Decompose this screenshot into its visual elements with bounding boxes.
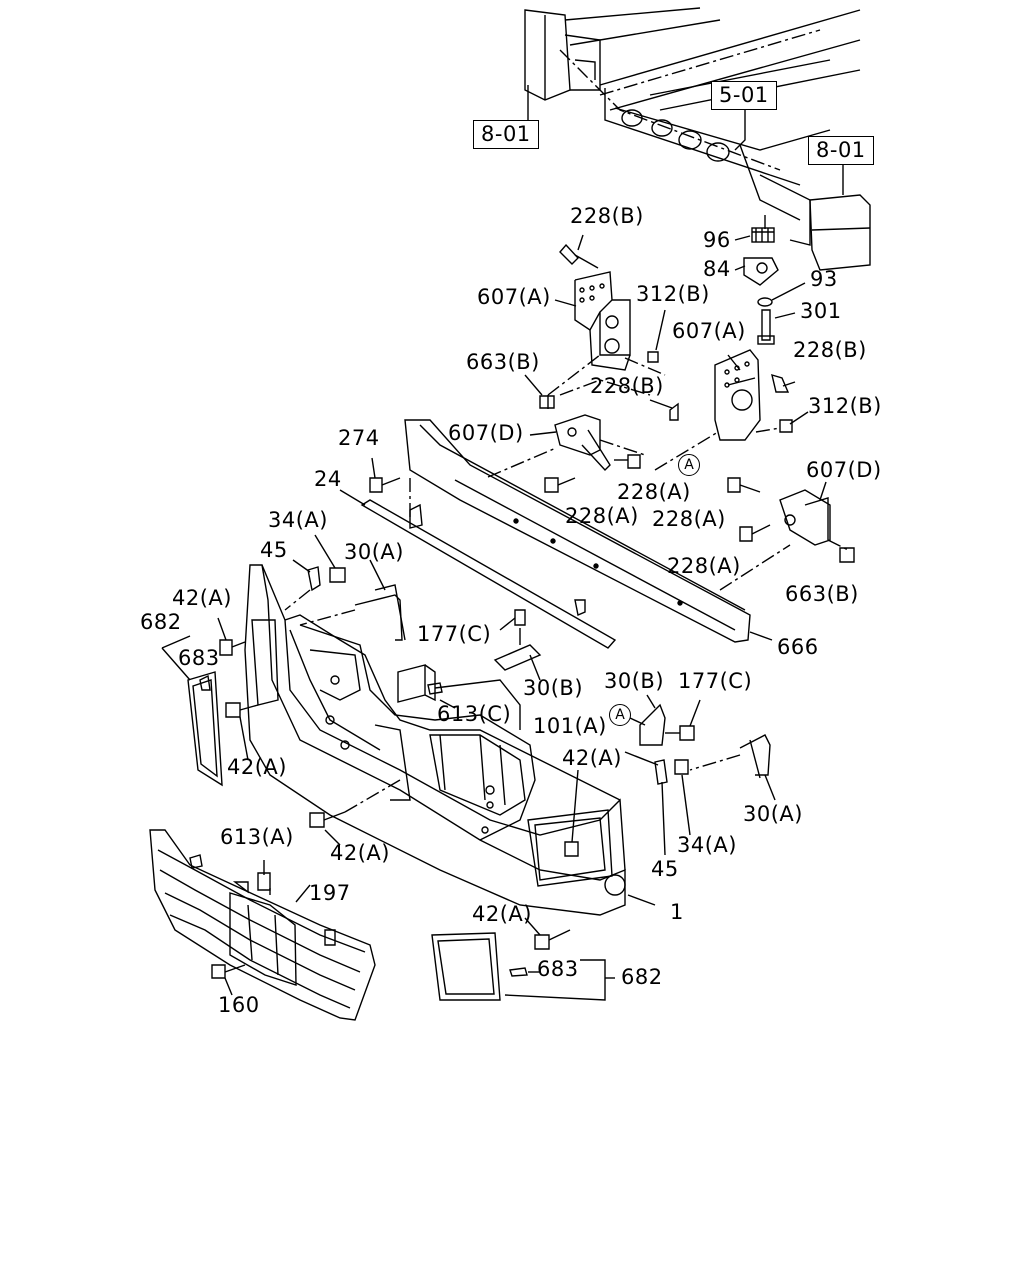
leader-5-01	[734, 108, 746, 151]
bolt-42a-lower	[309, 779, 401, 846]
label-42a-1: 42(A)	[172, 586, 232, 610]
label-613c: 613(C)	[437, 702, 512, 726]
label-96: 96	[703, 228, 731, 252]
label-666: 666	[777, 635, 819, 659]
circle-a-upper: A	[678, 454, 700, 476]
label-42a-4: 42(A)	[330, 841, 390, 865]
ref-8-01-left[interactable]: 8-01	[473, 120, 539, 149]
label-30a-right: 30(A)	[743, 802, 803, 826]
label-177c-right: 177(C)	[678, 669, 753, 693]
label-228a-1: 228(A)	[617, 480, 691, 504]
label-84: 84	[703, 257, 731, 281]
bracket-30b-177c-right	[629, 694, 701, 746]
leader-663b-upper	[524, 374, 543, 396]
tow-hook-parts	[734, 215, 806, 345]
clips-45-34a-left	[284, 534, 346, 611]
label-1: 1	[670, 900, 684, 924]
label-607a-left: 607(A)	[477, 285, 551, 309]
lamp-bezel-682-left	[161, 635, 223, 787]
circle-a-lower: A	[609, 704, 631, 726]
assembly-line-1	[547, 354, 601, 396]
label-683-left: 683	[178, 646, 220, 670]
bracket-607a-right	[649, 349, 809, 471]
label-682-left: 682	[140, 610, 182, 634]
bolts-42a-left	[217, 617, 259, 761]
bracket-607d-left	[487, 414, 646, 478]
ref-8-01-right[interactable]: 8-01	[808, 136, 874, 165]
bolt-42a-right-lamp	[524, 917, 571, 950]
right-corner-cap	[759, 174, 871, 271]
label-274: 274	[338, 426, 380, 450]
label-42a-3: 42(A)	[227, 755, 287, 779]
nut-663b-upper	[539, 395, 555, 409]
label-312b-right: 312(B)	[808, 394, 882, 418]
label-228a-4: 228(A)	[667, 554, 741, 578]
label-228a-3: 228(A)	[652, 507, 726, 531]
bracket-607d-right	[719, 481, 855, 591]
label-24: 24	[314, 467, 342, 491]
ref-5-01[interactable]: 5-01	[711, 81, 777, 110]
label-30b-right: 30(B)	[604, 669, 665, 693]
label-30a-left: 30(A)	[344, 540, 404, 564]
assembly-line-3	[559, 379, 651, 396]
label-93: 93	[810, 267, 838, 291]
left-corner-cap	[524, 9, 601, 101]
label-160: 160	[218, 993, 260, 1017]
bolts-228a	[544, 454, 771, 542]
label-42a-5: 42(A)	[472, 902, 532, 926]
bracket-30a-right	[689, 734, 776, 801]
bracket-30b-177c-left	[493, 609, 542, 681]
label-34a-left: 34(A)	[268, 508, 328, 532]
label-607d-right: 607(D)	[806, 458, 882, 482]
front-grille-197	[149, 829, 376, 1021]
chassis-frame	[559, 7, 861, 221]
label-663b-upper: 663(B)	[466, 350, 540, 374]
label-228b-right: 228(B)	[793, 338, 867, 362]
label-683-right: 683	[537, 957, 579, 981]
label-301: 301	[800, 299, 842, 323]
label-613a: 613(A)	[220, 825, 294, 849]
label-312b-left: 312(B)	[636, 282, 710, 306]
label-34a-right: 34(A)	[677, 833, 737, 857]
sensor-613c	[397, 664, 521, 730]
lamp-bezel-682-right	[431, 932, 615, 1001]
bracket-607a-left	[554, 234, 666, 376]
label-197: 197	[309, 881, 351, 905]
clips-45-34a-right	[624, 751, 691, 856]
label-101a: 101(A)	[533, 714, 607, 738]
bolt-42a-lamp	[564, 769, 579, 857]
label-228b-top: 228(B)	[570, 204, 644, 228]
stay-24	[339, 457, 617, 649]
label-663b-lower: 663(B)	[785, 582, 859, 606]
label-45-left: 45	[260, 538, 288, 562]
label-177c-left: 177(C)	[417, 622, 492, 646]
label-30b-left: 30(B)	[523, 676, 584, 700]
label-682-right: 682	[621, 965, 663, 989]
label-42a-2: 42(A)	[562, 746, 622, 770]
label-228a-2: 228(A)	[565, 504, 639, 528]
bracket-30a-left	[299, 559, 406, 641]
label-45-right: 45	[651, 857, 679, 881]
label-607d-left: 607(D)	[448, 421, 524, 445]
bumper-bar-666	[404, 419, 773, 643]
label-607a-right: 607(A)	[672, 319, 746, 343]
label-228b-mid: 228(B)	[590, 374, 664, 398]
grille-frame-1	[244, 564, 656, 916]
